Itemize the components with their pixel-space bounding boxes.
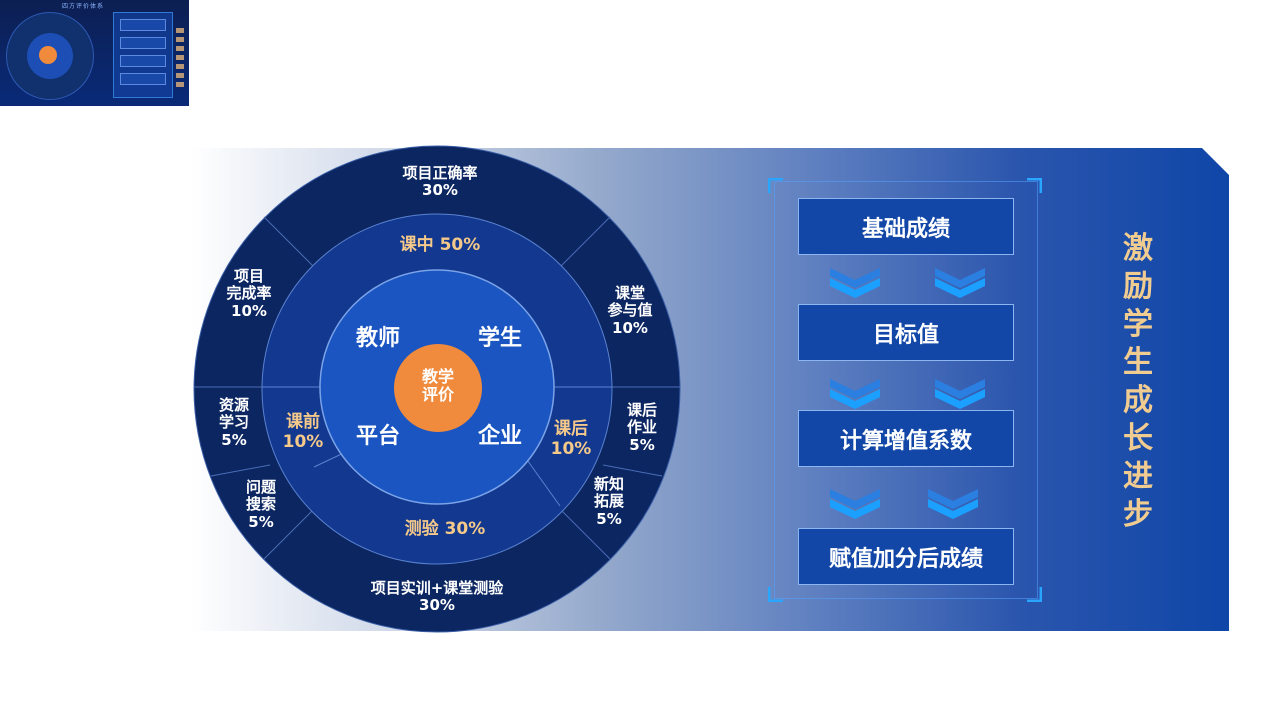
inner-label-platform: 平台: [355, 424, 400, 449]
outer-class-participation: 课堂 参与值 10%: [607, 284, 653, 337]
outer-resource-learning: 资源 学习 5%: [218, 396, 249, 449]
chevron-down-icon: [935, 268, 985, 298]
phase-post-class: 课后 10%: [550, 419, 592, 459]
thumbnail-title: 四方评价体系: [62, 3, 105, 10]
thumbnail-side-label: [176, 28, 184, 88]
outer-dividers: [194, 216, 680, 560]
flow-panel: [774, 181, 1038, 599]
center-circle: [394, 344, 482, 432]
phase-pre-class: 课前 10%: [282, 412, 324, 452]
step-target-value: 目标值: [798, 304, 1014, 361]
phase-in-class: 课中 50%: [399, 235, 481, 255]
phase-test: 测验 30%: [404, 519, 486, 539]
chevron-down-icon: [830, 268, 880, 298]
outer-project-accuracy: 项目正确率 30%: [402, 164, 478, 200]
outer-homework: 课后 作业 5%: [626, 401, 657, 454]
outer-project-completion: 项目 完成率 10%: [226, 267, 272, 320]
slide-thumbnail[interactable]: 四方评价体系: [0, 0, 189, 106]
thumbnail-center-dot: [39, 46, 57, 64]
panel-corner-br: [1027, 587, 1042, 602]
outer-new-knowledge: 新知 拓展 5%: [593, 475, 624, 528]
inner-label-teacher: 教师: [355, 326, 400, 351]
thumbnail-wheel: [6, 12, 94, 100]
chevron-down-icon: [830, 379, 880, 409]
chevron-down-icon: [935, 379, 985, 409]
step-value-added-coefficient: 计算增值系数: [798, 410, 1014, 467]
side-label: 激励学生成长进步: [1123, 231, 1153, 532]
center-label: 教学 评价: [421, 367, 454, 405]
outer-project-training: 项目实训+课堂测验 30%: [370, 579, 504, 615]
outer-question-search: 问题 搜索 5%: [245, 478, 276, 531]
step-base-score: 基础成绩: [798, 198, 1014, 255]
thumbnail-panel: [113, 12, 173, 98]
inner-label-student: 学生: [477, 326, 522, 351]
panel-corner-bl: [768, 587, 783, 602]
panel-corner-tl: [768, 178, 783, 193]
inner-label-enterprise: 企业: [477, 424, 522, 449]
chevron-down-icon: [830, 489, 880, 519]
step-final-score: 赋值加分后成绩: [798, 528, 1014, 585]
panel-corner-tr: [1027, 178, 1042, 193]
chevron-down-icon: [928, 489, 978, 519]
